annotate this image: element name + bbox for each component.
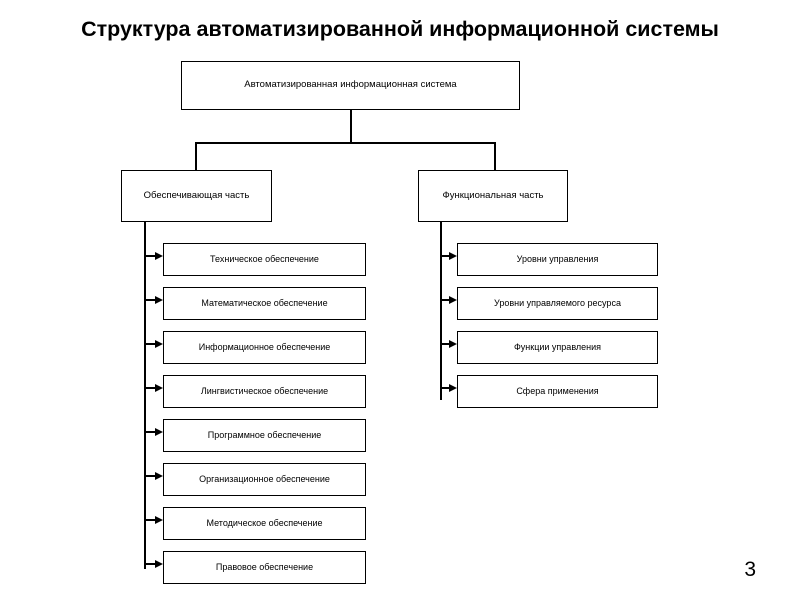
connector-left-stem-7 <box>146 519 157 521</box>
connector-left-stem-3 <box>146 343 157 345</box>
node-leaf-left-8-label: Правовое обеспечение <box>215 562 314 573</box>
node-leaf-left-1-label: Техническое обеспечение <box>210 254 319 265</box>
connector-branch-left-drop <box>195 142 197 171</box>
node-leaf-left-6-label: Организационное обеспечение <box>199 474 330 485</box>
arrow-left-7-icon <box>155 516 163 524</box>
node-leaf-right-3: Функции управления <box>457 331 658 364</box>
node-leaf-right-3-label: Функции управления <box>513 342 602 353</box>
arrow-right-1-icon <box>449 252 457 260</box>
node-branch-functional-label: Функциональная часть <box>442 189 544 201</box>
connector-left-spine <box>144 222 146 569</box>
arrow-right-2-icon <box>449 296 457 304</box>
node-leaf-left-6: Организационное обеспечение <box>163 463 366 496</box>
node-leaf-right-4: Сфера применения <box>457 375 658 408</box>
connector-right-spine <box>440 222 442 400</box>
page-title: Структура автоматизированной информацион… <box>81 17 719 41</box>
connector-left-stem-1 <box>146 255 157 257</box>
arrow-left-4-icon <box>155 384 163 392</box>
node-leaf-right-2-label: Уровни управляемого ресурса <box>494 298 621 309</box>
arrow-left-6-icon <box>155 472 163 480</box>
connector-right-stem-2 <box>442 299 451 301</box>
node-leaf-left-5-label: Программное обеспечение <box>207 430 322 441</box>
node-leaf-left-1: Техническое обеспечение <box>163 243 366 276</box>
node-leaf-left-3: Информационное обеспечение <box>163 331 366 364</box>
node-leaf-right-2: Уровни управляемого ресурса <box>457 287 658 320</box>
arrow-left-2-icon <box>155 296 163 304</box>
arrow-left-1-icon <box>155 252 163 260</box>
node-leaf-left-3-label: Информационное обеспечение <box>198 342 331 353</box>
node-root-label: Автоматизированная информационная систем… <box>244 79 457 91</box>
connector-root-bus <box>196 142 496 144</box>
connector-right-stem-1 <box>442 255 451 257</box>
node-leaf-left-4: Лингвистическое обеспечение <box>163 375 366 408</box>
node-leaf-left-8: Правовое обеспечение <box>163 551 366 584</box>
page-number: 3 <box>744 558 756 581</box>
connector-left-stem-8 <box>146 563 157 565</box>
connector-left-stem-2 <box>146 299 157 301</box>
node-leaf-left-7: Методическое обеспечение <box>163 507 366 540</box>
arrow-right-3-icon <box>449 340 457 348</box>
arrow-left-8-icon <box>155 560 163 568</box>
connector-left-stem-5 <box>146 431 157 433</box>
node-leaf-left-2: Математическое обеспечение <box>163 287 366 320</box>
arrow-left-3-icon <box>155 340 163 348</box>
connector-right-stem-3 <box>442 343 451 345</box>
node-branch-functional: Функциональная часть <box>418 170 568 222</box>
node-leaf-left-4-label: Лингвистическое обеспечение <box>200 386 329 397</box>
node-leaf-left-7-label: Методическое обеспечение <box>206 518 323 529</box>
node-leaf-left-5: Программное обеспечение <box>163 419 366 452</box>
connector-left-stem-4 <box>146 387 157 389</box>
connector-left-stem-6 <box>146 475 157 477</box>
node-branch-supporting-label: Обеспечивающая часть <box>143 189 250 201</box>
arrow-right-4-icon <box>449 384 457 392</box>
node-leaf-left-2-label: Математическое обеспечение <box>201 298 328 309</box>
node-leaf-right-1: Уровни управления <box>457 243 658 276</box>
connector-branch-right-drop <box>494 142 496 171</box>
arrow-left-5-icon <box>155 428 163 436</box>
node-leaf-right-4-label: Сфера применения <box>516 386 599 397</box>
connector-root-stem <box>350 110 352 143</box>
connector-right-stem-4 <box>442 387 451 389</box>
node-leaf-right-1-label: Уровни управления <box>516 254 599 265</box>
node-root: Автоматизированная информационная систем… <box>181 61 520 110</box>
node-branch-supporting: Обеспечивающая часть <box>121 170 272 222</box>
